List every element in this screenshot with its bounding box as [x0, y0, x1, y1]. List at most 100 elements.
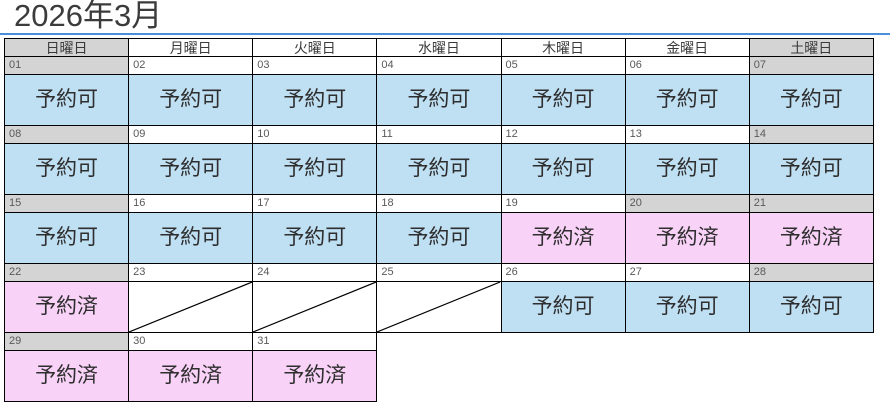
date-number: 11 — [376, 125, 502, 144]
status-badge: 予約可 — [407, 157, 471, 180]
date-number: 14 — [748, 125, 874, 144]
status-badge: 予約済 — [35, 295, 99, 318]
status-badge: 予約可 — [159, 157, 223, 180]
date-number: 30 — [128, 332, 254, 351]
day-status-cell[interactable]: 予約可 — [128, 74, 254, 126]
status-badge: 予約済 — [283, 364, 347, 387]
weekday-header-1: 月曜日 — [128, 38, 254, 57]
weekday-header-4: 木曜日 — [500, 38, 626, 57]
day-status-cell[interactable]: 予約可 — [500, 281, 626, 333]
status-badge: 予約可 — [531, 295, 595, 318]
day-status-cell[interactable]: 予約可 — [3, 74, 130, 126]
date-number: 10 — [252, 125, 378, 144]
day-status-cell[interactable]: 予約可 — [748, 74, 874, 126]
status-badge: 予約済 — [655, 226, 719, 249]
date-number: 28 — [748, 263, 874, 282]
day-status-cell[interactable]: 予約済 — [624, 212, 750, 264]
date-number: 12 — [500, 125, 626, 144]
day-status-cell[interactable]: 予約済 — [748, 212, 874, 264]
status-badge: 予約可 — [35, 157, 99, 180]
status-badge: 予約可 — [531, 88, 595, 111]
date-number: 15 — [3, 194, 130, 213]
status-badge: 予約済 — [531, 226, 595, 249]
day-status-cell[interactable]: 予約可 — [252, 74, 378, 126]
weekday-header-row: 日曜日月曜日火曜日水曜日木曜日金曜日土曜日 — [3, 38, 874, 57]
status-row: 予約可予約可予約可予約可予約可予約可予約可 — [3, 143, 874, 195]
day-status-cell[interactable]: 予約済 — [252, 350, 378, 402]
unavailable-slash-icon — [253, 282, 376, 332]
day-status-cell[interactable]: 予約可 — [500, 74, 626, 126]
day-status-cell[interactable]: 予約可 — [128, 212, 254, 264]
empty-cell — [501, 351, 625, 402]
status-badge: 予約可 — [35, 226, 99, 249]
day-status-cell[interactable]: 予約可 — [500, 143, 626, 195]
day-status-cell[interactable]: 予約済 — [3, 281, 130, 333]
day-status-cell[interactable]: 予約可 — [624, 143, 750, 195]
day-status-cell[interactable]: 予約可 — [748, 281, 874, 333]
date-number: 07 — [748, 56, 874, 75]
date-number: 08 — [3, 125, 130, 144]
date-number: 29 — [3, 332, 130, 351]
status-badge: 予約可 — [779, 88, 843, 111]
date-number: 26 — [500, 263, 626, 282]
date-number: 18 — [376, 194, 502, 213]
status-row: 予約済 予約可 予約可 予約可 — [3, 281, 874, 333]
day-status-cell[interactable]: 予約可 — [376, 74, 502, 126]
unavailable-slash-icon — [129, 282, 252, 332]
weekday-header-6: 土曜日 — [748, 38, 874, 57]
day-status-cell — [128, 281, 254, 333]
status-badge: 予約可 — [283, 88, 347, 111]
status-badge: 予約可 — [283, 157, 347, 180]
date-number: 05 — [500, 56, 626, 75]
date-number: 19 — [500, 194, 626, 213]
date-number: 23 — [128, 263, 254, 282]
day-status-cell[interactable]: 予約可 — [3, 143, 130, 195]
date-number: 25 — [376, 263, 502, 282]
empty-cell — [377, 333, 501, 351]
day-status-cell[interactable]: 予約可 — [3, 212, 130, 264]
date-number: 20 — [624, 194, 750, 213]
day-status-cell[interactable]: 予約可 — [624, 74, 750, 126]
status-badge: 予約可 — [35, 88, 99, 111]
status-badge: 予約可 — [159, 88, 223, 111]
date-number: 17 — [252, 194, 378, 213]
day-status-cell[interactable]: 予約可 — [252, 143, 378, 195]
status-badge: 予約可 — [779, 295, 843, 318]
day-status-cell[interactable]: 予約済 — [500, 212, 626, 264]
day-status-cell[interactable]: 予約可 — [376, 143, 502, 195]
calendar-header: 日曜日月曜日火曜日水曜日木曜日金曜日土曜日 — [3, 38, 874, 57]
status-badge: 予約可 — [283, 226, 347, 249]
empty-cell — [377, 351, 501, 402]
date-number: 13 — [624, 125, 750, 144]
status-badge: 予約済 — [159, 364, 223, 387]
status-badge: 予約可 — [159, 226, 223, 249]
day-status-cell[interactable]: 予約済 — [3, 350, 130, 402]
date-number: 06 — [624, 56, 750, 75]
status-badge: 予約可 — [407, 226, 471, 249]
day-status-cell[interactable]: 予約可 — [252, 212, 378, 264]
weekday-header-5: 金曜日 — [624, 38, 750, 57]
status-badge: 予約済 — [35, 364, 99, 387]
date-number: 03 — [252, 56, 378, 75]
weekday-header-0: 日曜日 — [3, 38, 130, 57]
weekday-header-2: 火曜日 — [252, 38, 378, 57]
status-badge: 予約可 — [655, 295, 719, 318]
day-status-cell[interactable]: 予約可 — [128, 143, 254, 195]
date-number: 24 — [252, 263, 378, 282]
unavailable-slash-icon — [377, 282, 500, 332]
weekday-header-3: 水曜日 — [376, 38, 502, 57]
day-status-cell[interactable]: 予約可 — [376, 212, 502, 264]
day-status-cell[interactable]: 予約済 — [128, 350, 254, 402]
day-status-cell[interactable]: 予約可 — [624, 281, 750, 333]
day-status-cell[interactable]: 予約可 — [748, 143, 874, 195]
date-number: 31 — [252, 332, 378, 351]
